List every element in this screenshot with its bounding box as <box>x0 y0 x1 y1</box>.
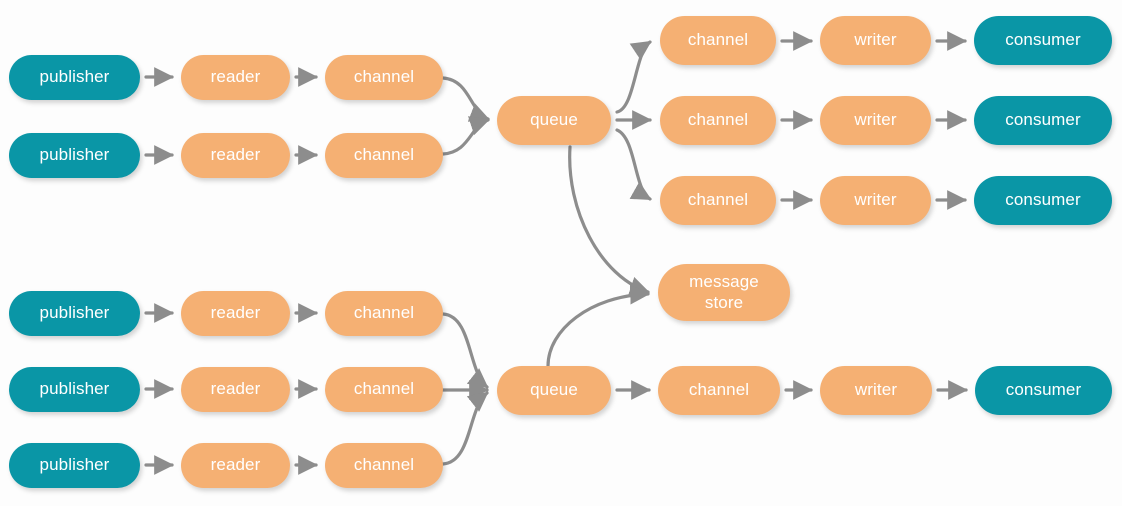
node-chn-d1[interactable]: channel <box>658 366 780 415</box>
node-wrt-d1[interactable]: writer <box>820 366 932 415</box>
node-pub-c3[interactable]: publisher <box>9 443 140 488</box>
edge-queue-c-to-store <box>546 284 650 368</box>
node-con-b2[interactable]: consumer <box>974 96 1112 145</box>
node-pub-c1[interactable]: publisher <box>9 291 140 336</box>
edge-chn-a1-to-queue-a <box>441 76 490 122</box>
edge-chn-a2-to-queue-a <box>441 116 490 156</box>
edge-chn-c1-to-queue-c <box>441 312 489 389</box>
node-con-b3[interactable]: consumer <box>974 176 1112 225</box>
node-rdr-c3[interactable]: reader <box>181 443 290 488</box>
node-chn-b1[interactable]: channel <box>660 16 776 65</box>
node-chn-c1[interactable]: channel <box>325 291 443 336</box>
node-queue-c[interactable]: queue <box>497 366 611 415</box>
node-rdr-a1[interactable]: reader <box>181 55 290 100</box>
node-chn-a1[interactable]: channel <box>325 55 443 100</box>
node-con-b1[interactable]: consumer <box>974 16 1112 65</box>
node-store[interactable]: message store <box>658 264 790 321</box>
node-wrt-b2[interactable]: writer <box>820 96 931 145</box>
node-wrt-b3[interactable]: writer <box>820 176 931 225</box>
edge-queue-a-to-chn-b1 <box>615 40 652 114</box>
edge-queue-a-to-store <box>568 145 650 296</box>
edge-chn-c3-to-queue-c <box>441 391 489 466</box>
node-chn-c3[interactable]: channel <box>325 443 443 488</box>
node-chn-a2[interactable]: channel <box>325 133 443 178</box>
node-pub-a2[interactable]: publisher <box>9 133 140 178</box>
node-rdr-c1[interactable]: reader <box>181 291 290 336</box>
node-wrt-b1[interactable]: writer <box>820 16 931 65</box>
node-chn-c2[interactable]: channel <box>325 367 443 412</box>
node-chn-b2[interactable]: channel <box>660 96 776 145</box>
edge-queue-a-to-chn-b3 <box>615 128 652 201</box>
node-pub-a1[interactable]: publisher <box>9 55 140 100</box>
node-pub-c2[interactable]: publisher <box>9 367 140 412</box>
node-chn-b3[interactable]: channel <box>660 176 776 225</box>
node-rdr-a2[interactable]: reader <box>181 133 290 178</box>
node-rdr-c2[interactable]: reader <box>181 367 290 412</box>
node-queue-a[interactable]: queue <box>497 96 611 145</box>
node-con-d1[interactable]: consumer <box>975 366 1112 415</box>
